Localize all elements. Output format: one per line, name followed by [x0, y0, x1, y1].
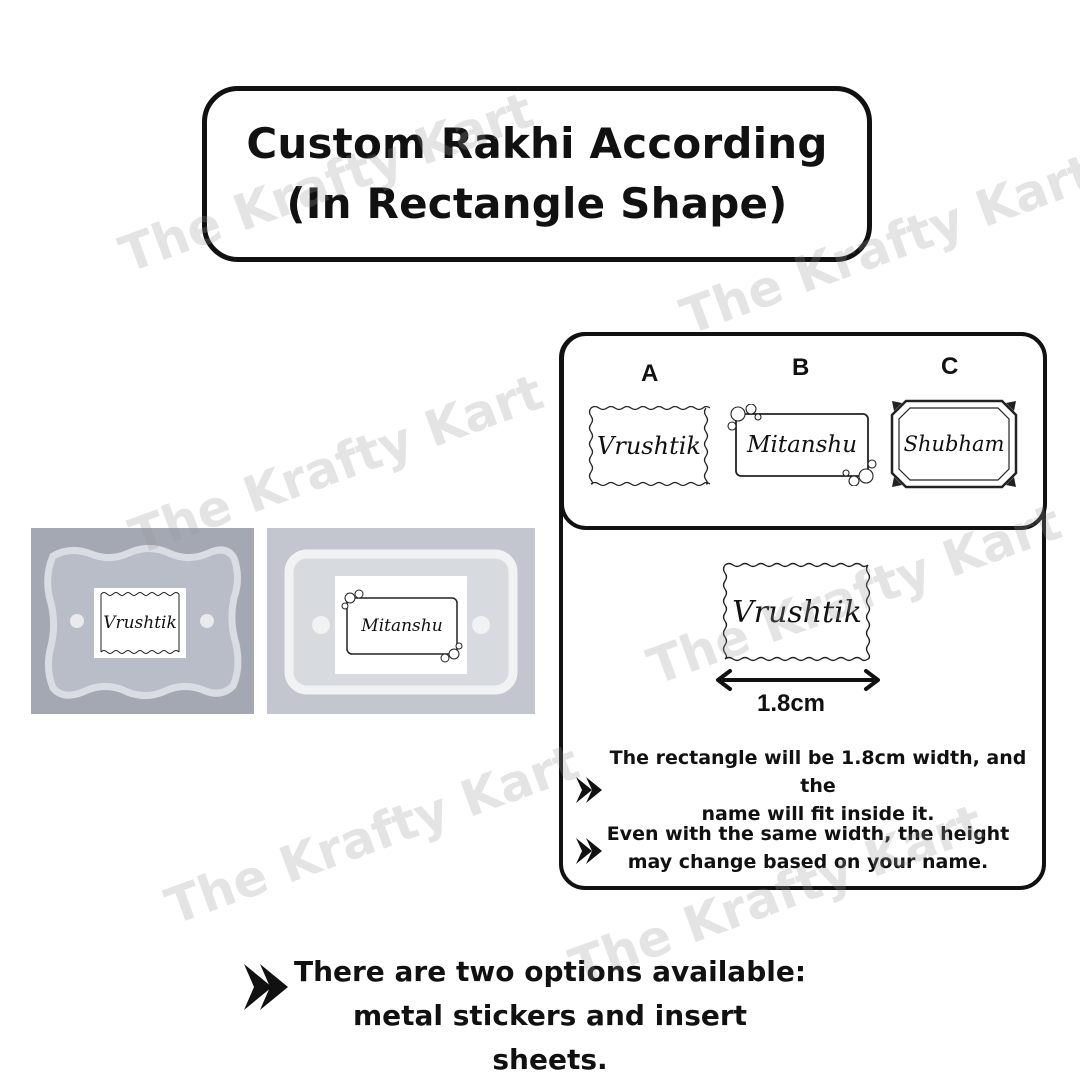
note-2: Even with the same width, the height may… [606, 820, 1010, 876]
note-1-line-2: name will fit inside it. [701, 803, 935, 825]
note-1-line-1: The rectangle will be 1.8cm width, and t… [609, 747, 1027, 797]
footer-line-1: There are two options available: [293, 955, 807, 988]
footer-note: There are two options available: metal s… [292, 950, 808, 1080]
note-1: The rectangle will be 1.8cm width, and t… [600, 744, 1036, 828]
width-arrow-icon [716, 669, 880, 691]
double-chevron-icon [576, 777, 602, 803]
frame-options-box [560, 332, 1047, 530]
option-c-name: Shubham [903, 432, 1005, 456]
title-box: Custom Rakhi According (In Rectangle Sha… [202, 86, 872, 262]
option-b-frame: Mitanshu [726, 403, 878, 487]
title-line-1: Custom Rakhi According [246, 119, 828, 168]
size-example-frame: Vrushtik [722, 562, 872, 662]
option-b-letter: B [792, 354, 810, 381]
double-chevron-icon [244, 964, 288, 1010]
note-2-line-1: Even with the same width, the height [606, 823, 1010, 845]
width-label: 1.8cm [756, 690, 826, 717]
option-c-letter: C [941, 353, 959, 380]
product-photo-rectangle-mold: Mitanshu [267, 528, 535, 714]
watermark: The Krafty Kart [158, 733, 587, 937]
size-example-name: Vrushtik [732, 594, 862, 630]
photo-name-label: Mitanshu [361, 616, 443, 636]
double-chevron-icon [576, 838, 602, 864]
photo-name-label: Vrushtik [103, 613, 177, 633]
option-a-frame: Vrushtik [588, 405, 711, 487]
option-b-name: Mitanshu [746, 432, 858, 458]
product-photo-wavy-mold: Vrushtik [31, 528, 254, 714]
option-a-name: Vrushtik [597, 432, 701, 460]
note-2-line-2: may change based on your name. [627, 851, 989, 873]
option-a-letter: A [641, 360, 659, 387]
footer-line-2: metal stickers and insert sheets. [352, 999, 748, 1076]
title-line-2: (In Rectangle Shape) [286, 179, 788, 228]
option-c-frame: Shubham [890, 399, 1018, 489]
